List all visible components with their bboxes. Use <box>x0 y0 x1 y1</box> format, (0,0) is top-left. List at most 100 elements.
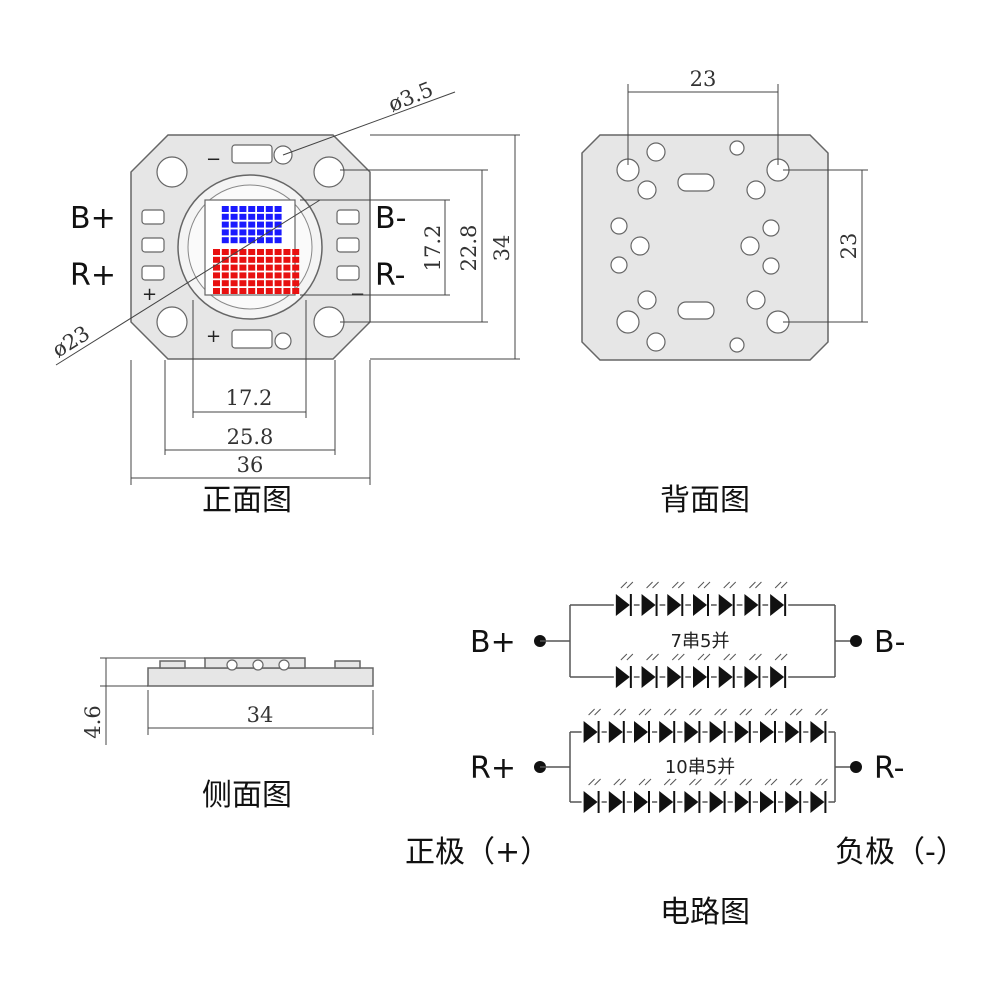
led-cell <box>274 272 282 279</box>
diode-icon <box>732 708 753 745</box>
led-cell <box>230 213 238 220</box>
back-hole-e <box>637 180 657 200</box>
diode-icon <box>606 708 627 745</box>
led-cell <box>265 221 273 228</box>
circuit-label-r-plus: R+ <box>470 751 516 786</box>
diode-icon <box>808 708 829 745</box>
led-cell <box>257 221 264 228</box>
led-cell <box>283 288 291 294</box>
dim-circle-leader <box>55 199 321 366</box>
back-hole-bl <box>616 310 640 334</box>
back-hole-n <box>762 257 780 275</box>
led-cell <box>274 288 282 294</box>
back-dim-y: 23 <box>837 233 861 260</box>
led-cell <box>274 280 282 287</box>
dim-board-h: 34 <box>490 235 514 262</box>
back-hole-m <box>762 219 780 237</box>
led-cell <box>283 249 291 255</box>
dim-emitter-h: 17.2 <box>421 225 445 272</box>
led-cell <box>221 229 229 236</box>
diode-icon <box>758 778 778 815</box>
side-dim-thickness: 4.6 <box>81 705 105 738</box>
led-cell <box>265 256 273 263</box>
led-cell <box>221 272 229 279</box>
led-cell <box>248 229 256 236</box>
led-cell <box>283 264 291 271</box>
circuit-red-config: 10串5并 <box>665 757 735 778</box>
side-body <box>147 667 374 687</box>
led-cell <box>257 288 264 294</box>
led-cell <box>265 229 273 236</box>
led-cell <box>248 264 256 271</box>
diode-icon <box>665 581 686 618</box>
side-dim-length: 34 <box>247 703 274 727</box>
led-cell <box>239 272 247 279</box>
led-cell <box>239 264 247 271</box>
dim-pad-span: 25.8 <box>227 425 274 449</box>
dim-hole-label: ø3.5 <box>385 77 437 117</box>
back-hole-a <box>646 142 666 162</box>
led-cell <box>283 272 291 279</box>
diode-icon <box>639 653 660 690</box>
pad-right-1 <box>336 209 360 225</box>
led-cell <box>274 256 282 263</box>
diode-icon <box>657 778 678 815</box>
led-cell <box>230 264 238 271</box>
back-hole-c <box>646 332 666 352</box>
led-cell <box>239 288 247 294</box>
mount-hole-br <box>313 306 345 338</box>
pad-left-3 <box>141 265 165 281</box>
led-cell <box>274 229 282 236</box>
led-cell <box>230 256 238 263</box>
diode-icon <box>783 708 804 745</box>
slot-bottom <box>231 329 273 349</box>
back-hole-h <box>746 290 766 310</box>
blue-bottom-string <box>613 653 789 690</box>
led-cell <box>239 221 247 228</box>
circuit-label-r-minus: R- <box>874 751 904 786</box>
led-cell <box>230 229 238 236</box>
front-label-b-minus: B- <box>375 201 406 236</box>
led-cell <box>257 256 264 263</box>
front-label-r-minus: R- <box>375 258 405 293</box>
dim-board-w: 36 <box>237 453 264 477</box>
led-cell <box>265 249 273 255</box>
led-cell <box>265 237 273 244</box>
mount-hole-tl <box>156 156 188 188</box>
led-cell <box>292 272 300 279</box>
led-cell <box>213 288 220 294</box>
diode-icon <box>716 581 737 618</box>
led-cell <box>292 280 300 287</box>
front-label-b-plus: B+ <box>70 201 116 236</box>
led-cell <box>239 237 247 244</box>
diode-icon <box>768 581 789 618</box>
blue-top-string <box>613 581 789 618</box>
diode-icon <box>716 653 737 690</box>
diode-icon <box>665 653 686 690</box>
side-bump-1 <box>226 659 238 671</box>
diode-icon <box>783 778 804 815</box>
led-cell <box>248 213 256 220</box>
circuit-diagram: B+ B- 7串5并 R+ R- 10串5并 正极（+） 负极（-） 电路图 <box>405 581 966 930</box>
back-hole-i <box>610 217 628 235</box>
back-dim-x: 23 <box>690 67 717 91</box>
led-cell <box>230 249 238 255</box>
diode-icon <box>691 581 711 618</box>
side-bump-3 <box>278 659 290 671</box>
circuit-label-b-plus: B+ <box>470 625 516 660</box>
led-cell <box>213 280 220 287</box>
diode-icon <box>581 778 602 815</box>
led-cell <box>257 264 264 271</box>
led-cell <box>213 256 220 263</box>
front-view: − + − + B+ R+ B- R- ø3.5 ø23 17.2 25.8 3… <box>48 77 520 518</box>
diode-icon <box>732 778 753 815</box>
led-cell <box>221 264 229 271</box>
circuit-blue-config: 7串5并 <box>671 631 730 652</box>
led-cell <box>230 237 238 244</box>
back-hole-j <box>610 256 628 274</box>
pad-right-3 <box>336 265 360 281</box>
led-cell <box>292 288 300 294</box>
led-cell <box>213 264 220 271</box>
led-cell <box>265 272 273 279</box>
